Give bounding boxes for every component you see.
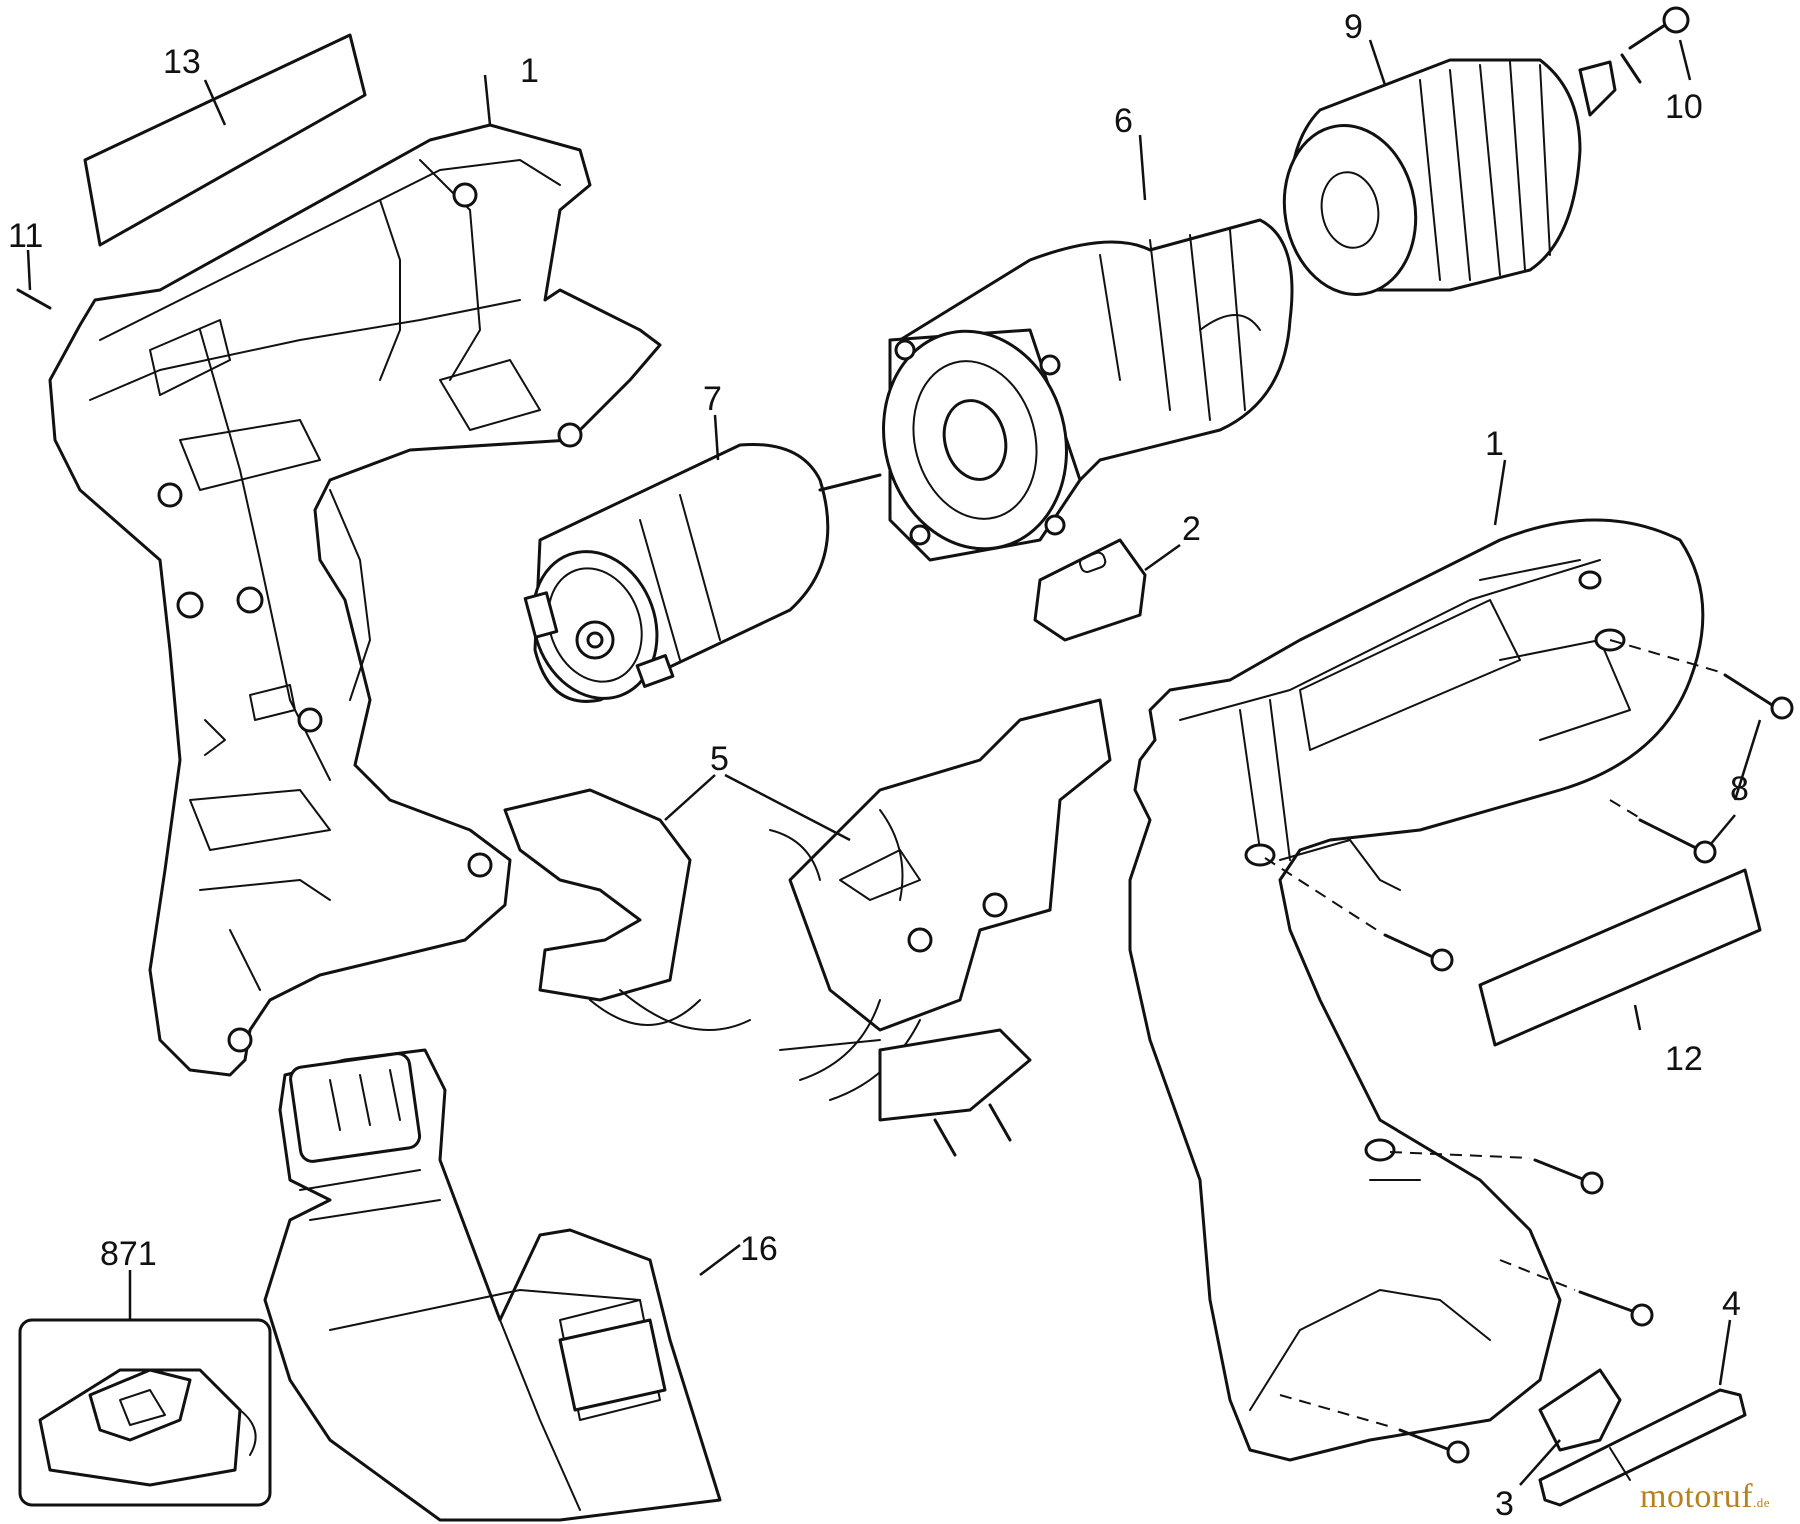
charger-871-inset [18, 1270, 272, 1507]
motor-7 [523, 414, 882, 703]
callout-10: 10 [1665, 88, 1703, 126]
label-plate-12 [1478, 868, 1762, 1047]
callout-4: 4 [1722, 1285, 1741, 1323]
housing-half-right [1128, 459, 1705, 1462]
callout-12: 12 [1665, 1040, 1703, 1078]
callout-2: 2 [1182, 510, 1201, 548]
pin-11 [16, 249, 52, 310]
callout-1-right: 1 [1485, 425, 1504, 463]
callout-16: 16 [740, 1230, 778, 1268]
callout-6: 6 [1114, 102, 1133, 140]
callout-8: 8 [1730, 770, 1749, 808]
label-plate-13 [83, 33, 367, 247]
watermark-brand: motoruf [1640, 1478, 1754, 1515]
housing-screws [1264, 857, 1654, 1464]
battery-16 [263, 1048, 741, 1522]
switch-5 [503, 698, 1112, 1157]
callout-labels: 13 1 11 6 9 10 7 2 1 5 8 12 16 871 4 3 [8, 8, 1749, 1523]
watermark-suffix: .de [1753, 1495, 1771, 1510]
screw-10 [1628, 6, 1692, 81]
bit-4 [1538, 1319, 1747, 1507]
callout-11: 11 [8, 217, 43, 255]
callout-13: 13 [163, 43, 201, 81]
screw-group-8 [1609, 639, 1794, 864]
watermark-logo: motoruf.de [1640, 1478, 1770, 1516]
gearbox-6 [882, 134, 1294, 562]
callout-5: 5 [710, 740, 729, 778]
housing-half-left [48, 74, 662, 1077]
chuck-9 [1282, 39, 1642, 296]
callout-3: 3 [1495, 1485, 1514, 1523]
clip-3 [1519, 1368, 1622, 1486]
callout-871: 871 [100, 1235, 157, 1273]
switch-button-2 [1033, 538, 1181, 642]
callout-7: 7 [703, 380, 722, 418]
callout-1-left: 1 [520, 52, 539, 90]
callout-9: 9 [1344, 8, 1363, 46]
